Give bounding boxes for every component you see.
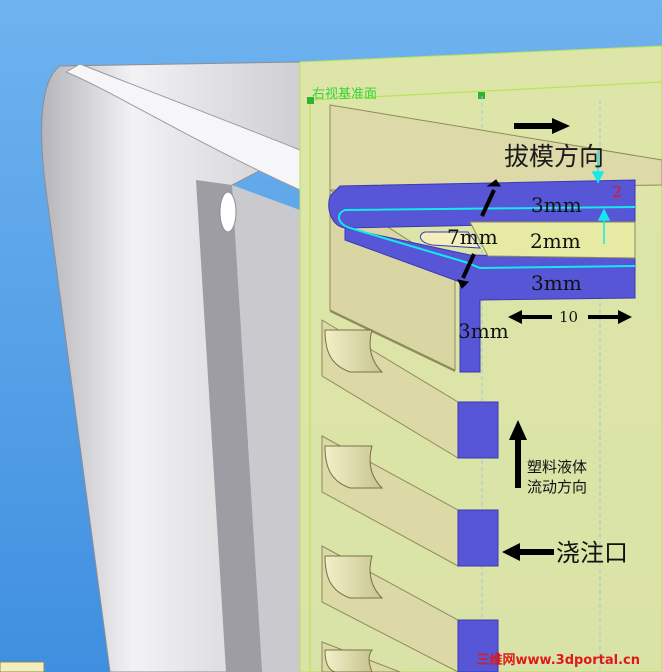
housing-body[interactable] xyxy=(41,61,301,672)
watermark: 三维网www.3dportal.cn xyxy=(477,652,640,668)
thickness-middle-label: 2mm xyxy=(530,229,581,253)
plane-handle-left[interactable] xyxy=(307,97,314,104)
flow-direction-label-1: 塑料液体 xyxy=(527,458,587,476)
draft-angle-label: 2 xyxy=(612,182,622,201)
gate-label: 浇注口 xyxy=(556,539,628,567)
thickness-bottom-label: 3mm xyxy=(531,271,582,295)
thickness-vertical-label: 3mm xyxy=(458,319,509,343)
cyan-profile-line xyxy=(338,206,636,270)
flow-direction-arrow xyxy=(509,420,527,488)
reference-plane-label[interactable]: 右视基准面 xyxy=(312,87,377,102)
flow-direction-label-2: 流动方向 xyxy=(527,478,587,496)
corner-tab xyxy=(0,661,45,672)
thickness-top-label: 3mm xyxy=(531,193,582,217)
length-label: 10 xyxy=(559,308,578,326)
dimension-10-arrows xyxy=(508,310,632,324)
mold-ribs xyxy=(321,104,662,672)
gate-arrow xyxy=(502,543,554,561)
draft-direction-arrow xyxy=(514,118,570,134)
plane-handle-middle[interactable] xyxy=(478,92,485,99)
dimension-7mm-arrow xyxy=(457,179,501,289)
thickness-diagonal-label: 7mm xyxy=(447,225,498,249)
draft-direction-label: 拔模方向 xyxy=(504,142,604,171)
draft-angle-marks xyxy=(591,148,611,244)
section-faces[interactable] xyxy=(328,179,636,672)
